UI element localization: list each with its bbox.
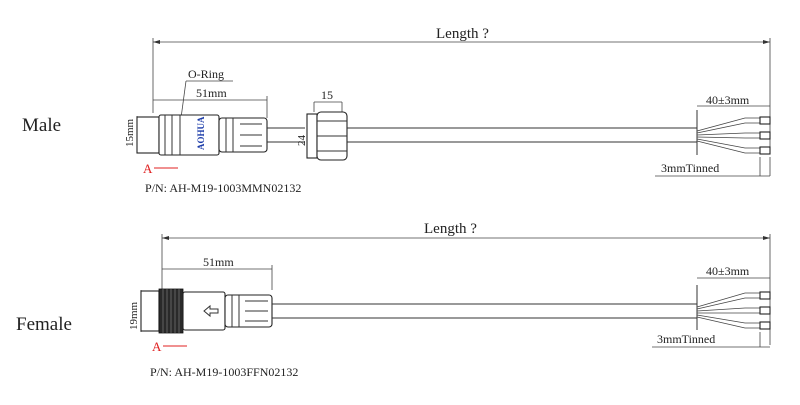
oring-leader bbox=[180, 80, 187, 119]
logo-text: AOHUA bbox=[196, 116, 206, 150]
tinned-end bbox=[759, 321, 771, 330]
male-oring-label: O-Ring bbox=[188, 67, 224, 81]
tinned-end bbox=[759, 306, 771, 315]
male-dim-51: 51mm bbox=[196, 86, 227, 100]
male-part-number: P/N: AH-M19-1003MMN02132 bbox=[145, 181, 301, 195]
wire bbox=[696, 297, 760, 310]
male-view-a: A bbox=[143, 161, 153, 176]
arrowhead bbox=[763, 236, 770, 240]
female-front-nose bbox=[140, 290, 160, 332]
wire bbox=[696, 138, 760, 149]
female-dim-51: 51mm bbox=[203, 255, 234, 269]
tinned-end bbox=[759, 131, 771, 140]
wire bbox=[696, 117, 760, 132]
female-part-number: P/N: AH-M19-1003FFN02132 bbox=[150, 365, 298, 379]
female-view-a: A bbox=[152, 339, 162, 354]
wire bbox=[696, 316, 760, 329]
male-main-body bbox=[158, 114, 220, 156]
wire bbox=[696, 122, 760, 134]
female-dim-19mm: 19mm bbox=[128, 301, 140, 330]
wire bbox=[696, 140, 760, 154]
female-assembly: Female Length ? 51mm 19mm bbox=[16, 221, 771, 379]
wire bbox=[696, 307, 760, 312]
arrowhead bbox=[763, 40, 770, 44]
male-length-label: Length ? bbox=[436, 26, 489, 42]
male-front-nose bbox=[136, 116, 160, 154]
tinned-end bbox=[759, 291, 771, 300]
tinned-end bbox=[759, 116, 771, 125]
tinned-end bbox=[759, 146, 771, 155]
male-label: Male bbox=[22, 115, 61, 136]
male-dim-15: 15 bbox=[321, 88, 333, 102]
wire bbox=[696, 292, 760, 308]
female-tinned-label: 3mmTinned bbox=[657, 332, 715, 346]
female-dim-40: 40±3mm bbox=[706, 264, 750, 278]
male-dim-15mm: 15mm bbox=[124, 118, 136, 147]
male-dim-40: 40±3mm bbox=[706, 93, 750, 107]
wire bbox=[696, 132, 760, 136]
gland-flange bbox=[306, 113, 318, 159]
brand-logo: AOHUA bbox=[196, 116, 206, 150]
female-length-label: Length ? bbox=[424, 221, 477, 237]
direction-arrow-icon bbox=[203, 304, 219, 318]
arrowhead bbox=[162, 236, 169, 240]
male-tinned-label: 3mmTinned bbox=[661, 161, 719, 175]
wire bbox=[696, 136, 760, 139]
arrowhead bbox=[153, 40, 160, 44]
wire bbox=[696, 314, 760, 324]
male-assembly: Male Length ? O-Ring 51mm 15mm AOHUA bbox=[22, 26, 771, 195]
female-label: Female bbox=[16, 314, 72, 335]
male-dim-24: 24 bbox=[296, 135, 308, 147]
